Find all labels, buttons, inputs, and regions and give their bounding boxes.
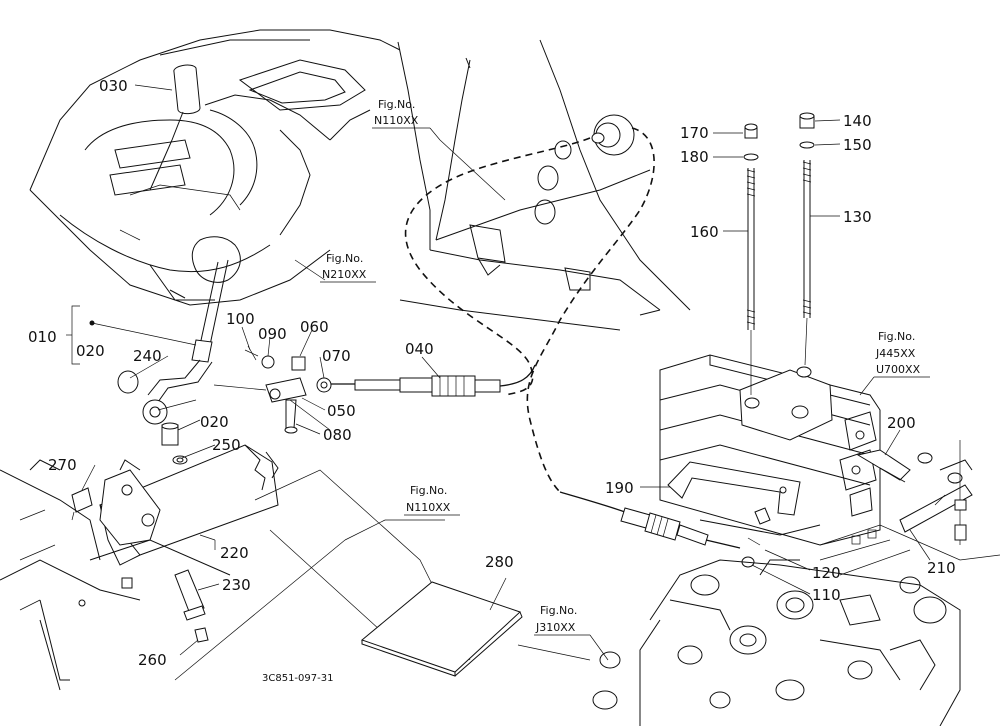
part-label-150: 150 (843, 136, 872, 154)
part-labels: 030 010 020 240 020 250 270 220 230 260 … (28, 77, 956, 669)
right-frame (639, 309, 1000, 576)
fig-ref-label: Fig.No. (410, 484, 447, 497)
pin-230 (174, 569, 209, 643)
cable-route (404, 127, 655, 493)
fig-ref-leaders (174, 139, 591, 681)
lever-arm-240 (117, 359, 213, 465)
fig-ref-n110-mid: Fig.No. N110XX (404, 484, 460, 516)
long-bolt-160 (743, 123, 759, 395)
part-label-190: 190 (605, 479, 634, 497)
dashboard-panel (397, 39, 691, 331)
fig-ref-n110-top: Fig.No. N110XX (372, 98, 441, 141)
part-label-180: 180 (680, 148, 709, 166)
fig-ref-label: Fig.No. (326, 252, 363, 265)
fig-ref-code: J310XX (535, 621, 576, 634)
part-label-240: 240 (133, 347, 162, 365)
part-label-200: 200 (887, 414, 916, 432)
part-label-050: 050 (327, 402, 356, 420)
part-label-220: 220 (220, 544, 249, 562)
shift-knob (149, 64, 201, 191)
fig-ref-label: Fig.No. (378, 98, 415, 111)
lower-cable (559, 491, 771, 568)
part-label-160: 160 (690, 223, 719, 241)
lower-frame (0, 399, 471, 691)
diagram-code: 3C851-097-31 (262, 673, 333, 684)
part-label-140: 140 (843, 112, 872, 130)
part-label-130: 130 (843, 208, 872, 226)
fig-ref-j445: Fig.No. J445XX U700XX (859, 330, 930, 396)
assembly-bracket-010-020 (66, 305, 95, 365)
part-label-040: 040 (405, 340, 434, 358)
pivot-bracket-050 (213, 345, 332, 434)
throttle-cable-040 (330, 364, 536, 397)
part-label-170: 170 (680, 124, 709, 142)
fig-ref-code: N110XX (374, 114, 419, 127)
part-label-020b: 020 (200, 413, 229, 431)
part-label-010: 010 (28, 328, 57, 346)
fig-ref-code: J445XX (875, 347, 916, 360)
part-label-210: 210 (927, 559, 956, 577)
part-label-120: 120 (812, 564, 841, 582)
part-label-260: 260 (138, 651, 167, 669)
valve-lever-210 (856, 440, 973, 545)
part-label-250: 250 (212, 436, 241, 454)
fig-ref-j310: Fig.No. J310XX (534, 604, 609, 661)
part-label-030: 030 (99, 77, 128, 95)
fig-ref-n210: Fig.No. N210XX (320, 252, 376, 283)
fig-ref-code: N210XX (322, 268, 367, 281)
part-label-070: 070 (322, 347, 351, 365)
callout-leaders (81, 84, 931, 656)
part-label-090: 090 (258, 325, 287, 343)
fig-ref-label: Fig.No. (540, 604, 577, 617)
part-label-020a: 020 (76, 342, 105, 360)
part-label-270: 270 (48, 456, 77, 474)
part-label-060: 060 (300, 318, 329, 336)
fig-ref-label: Fig.No. (878, 330, 915, 343)
fig-ref-code-2: U700XX (876, 363, 921, 376)
valve-block (659, 354, 881, 546)
bolt-270 (71, 487, 93, 521)
cable-bracket-190 (667, 461, 821, 536)
part-label-110: 110 (812, 586, 841, 604)
shift-console-cover (29, 29, 401, 306)
part-label-280: 280 (485, 553, 514, 571)
part-label-080: 080 (323, 426, 352, 444)
manual-book-280 (360, 581, 523, 677)
bracket-plate-220 (99, 444, 279, 566)
shift-lever-rod (191, 259, 229, 363)
part-label-100: 100 (226, 310, 255, 328)
pump-housing (592, 559, 961, 726)
cable-grommet (591, 114, 635, 156)
fig-ref-code: N110XX (406, 501, 451, 514)
part-label-230: 230 (222, 576, 251, 594)
long-bolt-130 (799, 112, 815, 366)
